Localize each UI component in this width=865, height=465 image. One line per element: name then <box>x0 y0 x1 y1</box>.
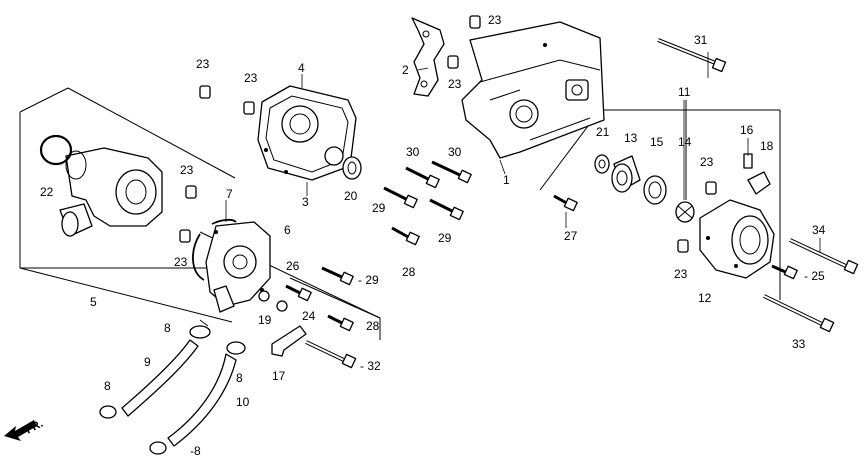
callout-5: 5 <box>90 295 97 309</box>
housing-part-12 <box>699 199 775 279</box>
callout-25: - 25 <box>804 269 825 283</box>
front-direction-arrow: FR. <box>4 418 45 441</box>
callout-26: 26 <box>286 259 300 273</box>
sensor-part-18 <box>743 153 771 195</box>
callout-23d: 23 <box>174 255 188 269</box>
callout-8a: 8 <box>164 321 171 335</box>
callout-34: 34 <box>812 223 826 237</box>
callout-7: 7 <box>226 187 233 201</box>
callout-23c: 23 <box>180 163 194 177</box>
leader-lines <box>199 52 821 327</box>
callout-19: 19 <box>258 313 272 327</box>
callout-8c: 8 <box>104 379 111 393</box>
callout-3: 3 <box>302 195 309 209</box>
callout-8d: -8 <box>190 444 201 458</box>
callout-2: 2 <box>402 63 409 77</box>
callout-17: 17 <box>272 369 286 383</box>
callout-11: 11 <box>678 85 691 99</box>
callout-28a: 28 <box>402 265 416 279</box>
oring-part-22 <box>39 134 73 166</box>
front-marker-label: FR. <box>24 418 45 437</box>
callout-23f: 23 <box>448 77 462 91</box>
callout-8b: 8 <box>236 371 243 385</box>
callout-29c: - 29 <box>358 273 379 287</box>
callout-33: 33 <box>792 337 806 351</box>
callout-23g: 23 <box>700 155 714 169</box>
seal-part-15 <box>643 175 667 205</box>
pump-housing-part-4 <box>257 85 357 181</box>
callout-32: - 32 <box>360 359 381 373</box>
upper-cover-part-1 <box>461 21 605 159</box>
callout-21: 21 <box>596 125 610 139</box>
callout-14: 14 <box>678 135 692 149</box>
oring-part-7 <box>192 218 237 281</box>
callout-31: 31 <box>694 33 708 47</box>
callout-9: 9 <box>144 355 151 369</box>
callout-12: 12 <box>698 291 712 305</box>
callout-23h: 23 <box>674 267 688 281</box>
callout-16: 16 <box>740 123 754 137</box>
callout-15: 15 <box>650 135 664 149</box>
callout-30b: 30 <box>448 145 462 159</box>
callout-1: 1 <box>503 173 510 187</box>
clamp-part-8 <box>99 325 246 455</box>
seal-part-20 <box>342 156 362 180</box>
callout-4: 4 <box>298 61 305 75</box>
seal-part-21 <box>594 154 610 174</box>
callout-18: 18 <box>760 139 774 153</box>
callout-28b: 28 <box>366 319 380 333</box>
pump-cover-part-6 <box>205 221 271 313</box>
hose-part-9 <box>121 339 199 417</box>
callout-24: 24 <box>302 309 316 323</box>
callout-22: 22 <box>40 185 54 199</box>
callouts: 1 2 3 4 5 6 7 8 8 8 -8 9 10 11 12 13 14 … <box>40 13 826 458</box>
thermostat-housing-part-22 <box>59 147 163 237</box>
dowel-pins-part-23 <box>179 15 717 253</box>
callout-27: 27 <box>564 229 578 243</box>
callout-6: 6 <box>284 223 291 237</box>
callout-29a: 29 <box>372 201 386 215</box>
callout-23b: 23 <box>244 71 258 85</box>
callout-30a: 30 <box>406 145 420 159</box>
clip-part-17 <box>271 325 307 357</box>
callout-20: 20 <box>344 189 358 203</box>
callout-10: 10 <box>236 395 250 409</box>
callout-29b: 29 <box>438 231 452 245</box>
callout-23e: 23 <box>488 13 502 27</box>
bearing-part-13 <box>611 155 641 193</box>
bolts <box>258 38 859 369</box>
callout-13: 13 <box>624 131 638 145</box>
thermostat-part-14 <box>675 201 695 223</box>
hose-part-10 <box>167 353 237 447</box>
bracket-part-2 <box>411 17 445 97</box>
callout-23a: 23 <box>196 57 210 71</box>
